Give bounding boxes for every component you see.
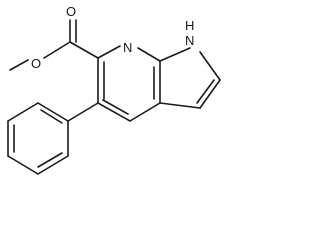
atom-nitrogen-pyridine: N <box>123 40 132 55</box>
bond-phenyl-5 <box>37 155 69 175</box>
bond-c4-c5-inner <box>102 99 129 115</box>
bond-c7a-n1 <box>159 47 191 62</box>
atom-hydrogen-on-nitrogen: H <box>185 18 194 33</box>
pyridine-ring <box>97 45 161 122</box>
bond-c3a-c4 <box>129 102 161 122</box>
phenyl-ring <box>7 102 99 175</box>
bond-c4-c5 <box>97 102 131 122</box>
bond-c6-n7 <box>97 45 121 59</box>
atom-oxygen-ester: O <box>31 56 41 71</box>
atom-oxygen-carbonyl: O <box>66 4 76 19</box>
bond-oxygen-carbonyl-carbon <box>43 41 71 59</box>
bond-methyl-oxygen <box>9 59 29 71</box>
bond-c2-c3 <box>199 79 221 109</box>
bond-n1-c2 <box>199 51 221 81</box>
bond-phenyl-1-inner <box>40 109 63 124</box>
bond-phenyl-5-inner <box>37 152 63 168</box>
bond-c2-c3-inner <box>196 79 215 104</box>
methyl-ester-group <box>9 19 99 71</box>
pyrrole-ring <box>159 47 221 109</box>
bond-phenyl-1 <box>37 102 69 122</box>
bond-phenyl-2 <box>7 102 39 122</box>
atom-nitrogen-pyrrole: N <box>185 33 194 48</box>
bond-c3-c3a <box>159 102 201 109</box>
bond-c5-phenyl <box>67 102 99 122</box>
bond-phenyl-4 <box>7 155 39 175</box>
chemical-structure: O O N H N <box>7 4 221 175</box>
bond-carbonyl-carbon-ring <box>69 41 99 59</box>
bond-n7-c7a <box>137 47 161 62</box>
